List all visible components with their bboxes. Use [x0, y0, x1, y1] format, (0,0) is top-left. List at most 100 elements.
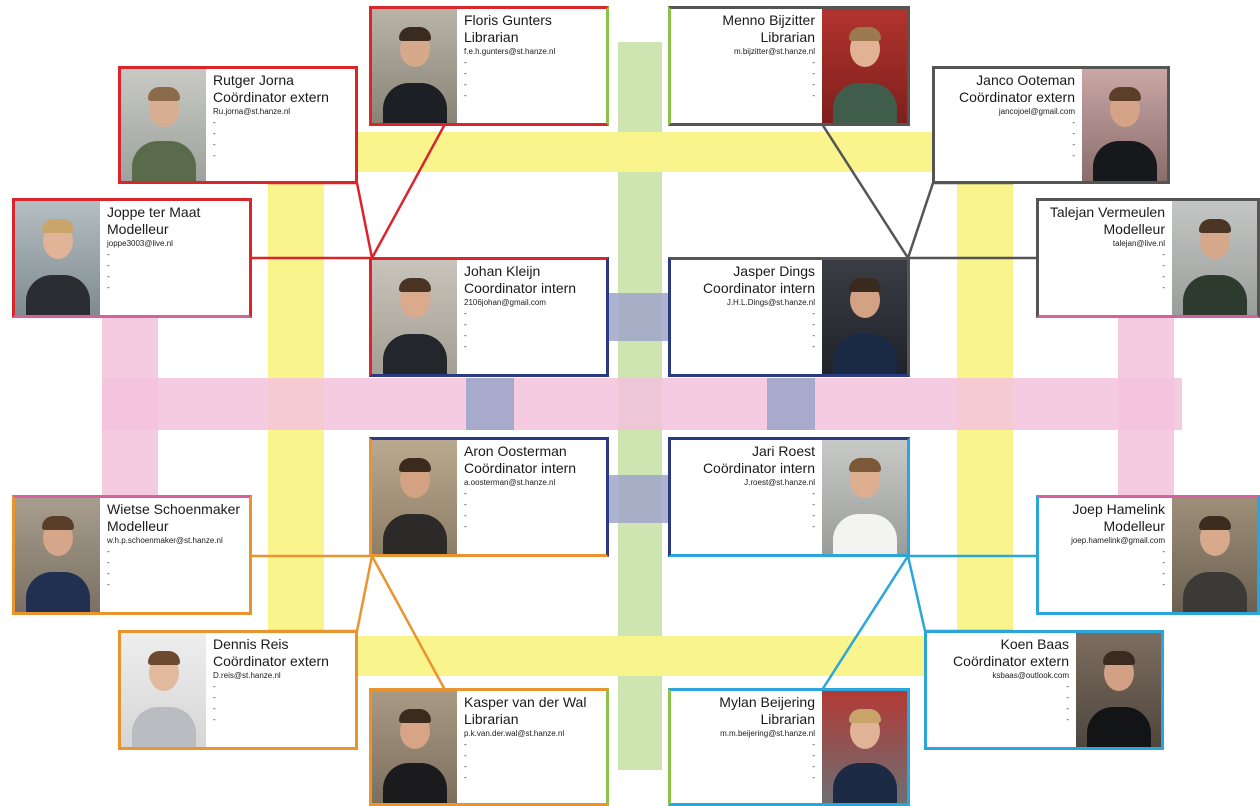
member-photo: [372, 9, 457, 123]
member-photo: [1082, 69, 1167, 181]
orange-line: [370, 555, 447, 691]
member-photo: [121, 633, 206, 747]
member-notes: - - - -: [812, 740, 815, 782]
member-photo: [822, 9, 907, 123]
gray-line: [906, 182, 935, 259]
member-role: Coordinator intern: [702, 280, 815, 296]
member-photo: [822, 440, 907, 554]
member-email[interactable]: J.roest@st.hanze.nl: [744, 478, 815, 487]
member-role: Coördinator extern: [953, 653, 1069, 669]
member-photo: [1076, 633, 1161, 747]
member-role: Librarian: [760, 29, 815, 45]
member-name: Kasper van der Wal: [464, 694, 587, 710]
member-card-jasper: Jasper Dings Coordinator intern J.H.L.Di…: [668, 257, 910, 377]
member-role: Coördinator intern: [702, 460, 815, 476]
member-photo: [372, 691, 457, 803]
member-role: Coördinator intern: [464, 460, 577, 476]
member-card-menno: Menno Bijzitter Librarian m.bijzitter@st…: [668, 6, 910, 126]
member-email[interactable]: talejan@live.nl: [1112, 239, 1165, 248]
member-card-johan: Johan Kleijn Coordinator intern 2106joha…: [369, 257, 609, 377]
member-name: Koen Baas: [1000, 636, 1070, 652]
member-name: Joppe ter Maat: [107, 204, 201, 220]
member-notes: - - - -: [107, 547, 110, 589]
member-notes: - - - -: [464, 740, 467, 782]
member-card-floris: Floris Gunters Librarian f.e.h.gunters@s…: [369, 6, 609, 126]
pink-band-right: [1118, 318, 1174, 496]
member-role: Librarian: [760, 711, 815, 727]
member-email[interactable]: jancojoel@gmail.com: [998, 107, 1075, 116]
member-email[interactable]: D.reis@st.hanze.nl: [213, 671, 281, 680]
member-notes: - - - -: [464, 309, 467, 351]
member-email[interactable]: f.e.h.gunters@st.hanze.nl: [464, 47, 556, 56]
member-email[interactable]: 2106johan@gmail.com: [464, 298, 546, 307]
member-photo: [372, 440, 457, 554]
member-role: Librarian: [464, 29, 519, 45]
member-name: Mylan Beijering: [719, 694, 815, 710]
member-email[interactable]: m.m.beijering@st.hanze.nl: [720, 729, 815, 738]
member-email[interactable]: Ru.jorna@st.hanze.nl: [213, 107, 291, 116]
member-name: Johan Kleijn: [464, 263, 541, 279]
member-name: Wietse Schoenmaker: [107, 501, 241, 517]
blue-link-left: [466, 378, 514, 430]
blue-link-top: [608, 293, 672, 341]
member-name: Aron Oosterman: [464, 443, 567, 459]
member-email[interactable]: p.k.van.der.wal@st.hanze.nl: [464, 729, 565, 738]
member-notes: - - - -: [213, 682, 216, 724]
member-role: Modelleur: [1103, 518, 1165, 534]
member-card-wietse: Wietse Schoenmaker Modelleur w.h.p.schoe…: [12, 495, 252, 615]
member-name: Menno Bijzitter: [722, 12, 815, 28]
member-photo: [372, 260, 457, 374]
member-role: Coördinator extern: [213, 653, 329, 669]
member-card-kasper: Kasper van der Wal Librarian p.k.van.der…: [369, 688, 609, 806]
member-email[interactable]: a.oosterman@st.hanze.nl: [464, 478, 556, 487]
pink-band-left: [102, 318, 158, 496]
member-notes: - - - -: [812, 489, 815, 531]
member-name: Floris Gunters: [464, 12, 552, 28]
member-card-joppe: Joppe ter Maat Modelleur joppe3003@live.…: [12, 198, 252, 318]
member-notes: - - - -: [213, 118, 216, 160]
member-role: Coördinator extern: [213, 89, 329, 105]
member-role: Modelleur: [107, 221, 169, 237]
member-notes: - - - -: [1162, 250, 1165, 292]
member-name: Dennis Reis: [213, 636, 289, 652]
member-role: Coordinator intern: [464, 280, 577, 296]
member-notes: - - - -: [107, 250, 110, 292]
red-line: [355, 182, 374, 259]
member-card-koen: Koen Baas Coördinator extern ksbaas@outl…: [924, 630, 1164, 750]
member-card-joep: Joep Hamelink Modelleur joep.hamelink@gm…: [1036, 495, 1260, 615]
member-card-talejan: Talejan Vermeulen Modelleur talejan@live…: [1036, 198, 1260, 318]
yellow-band-bottom: [355, 636, 925, 676]
member-email[interactable]: joep.hamelink@gmail.com: [1071, 536, 1165, 545]
member-email[interactable]: ksbaas@outlook.com: [992, 671, 1069, 680]
member-notes: - - - -: [464, 489, 467, 531]
member-role: Coördinator extern: [959, 89, 1075, 105]
red-line: [370, 123, 447, 259]
member-photo: [1172, 201, 1257, 315]
member-card-aron: Aron Oosterman Coördinator intern a.oost…: [369, 437, 609, 557]
member-card-dennis: Dennis Reis Coördinator extern D.reis@st…: [118, 630, 358, 750]
member-name: Jasper Dings: [733, 263, 815, 279]
member-notes: - - - -: [1072, 118, 1075, 160]
pink-band-horizontal: [102, 378, 1182, 430]
member-email[interactable]: w.h.p.schoenmaker@st.hanze.nl: [107, 536, 223, 545]
member-email[interactable]: J.H.L.Dings@st.hanze.nl: [726, 298, 815, 307]
member-photo: [15, 498, 100, 612]
member-notes: - - - -: [1162, 547, 1165, 589]
member-photo: [1172, 498, 1257, 612]
blue-link-bottom: [608, 475, 672, 523]
member-notes: - - - -: [464, 58, 467, 100]
member-name: Talejan Vermeulen: [1049, 204, 1165, 220]
member-card-mylan: Mylan Beijering Librarian m.m.beijering@…: [668, 688, 910, 806]
member-email[interactable]: joppe3003@live.nl: [107, 239, 173, 248]
blue-link-right: [767, 378, 815, 430]
yellow-band-top: [355, 132, 935, 172]
member-card-janco: Janco Ooteman Coördinator extern jancojo…: [932, 66, 1170, 184]
member-notes: - - - -: [1066, 682, 1069, 724]
member-photo: [15, 201, 100, 315]
member-card-jari: Jari Roest Coördinator intern J.roest@st…: [668, 437, 910, 557]
member-photo: [822, 691, 907, 803]
member-email[interactable]: m.bijzitter@st.hanze.nl: [733, 47, 815, 56]
member-card-rutger: Rutger Jorna Coördinator extern Ru.jorna…: [118, 66, 358, 184]
